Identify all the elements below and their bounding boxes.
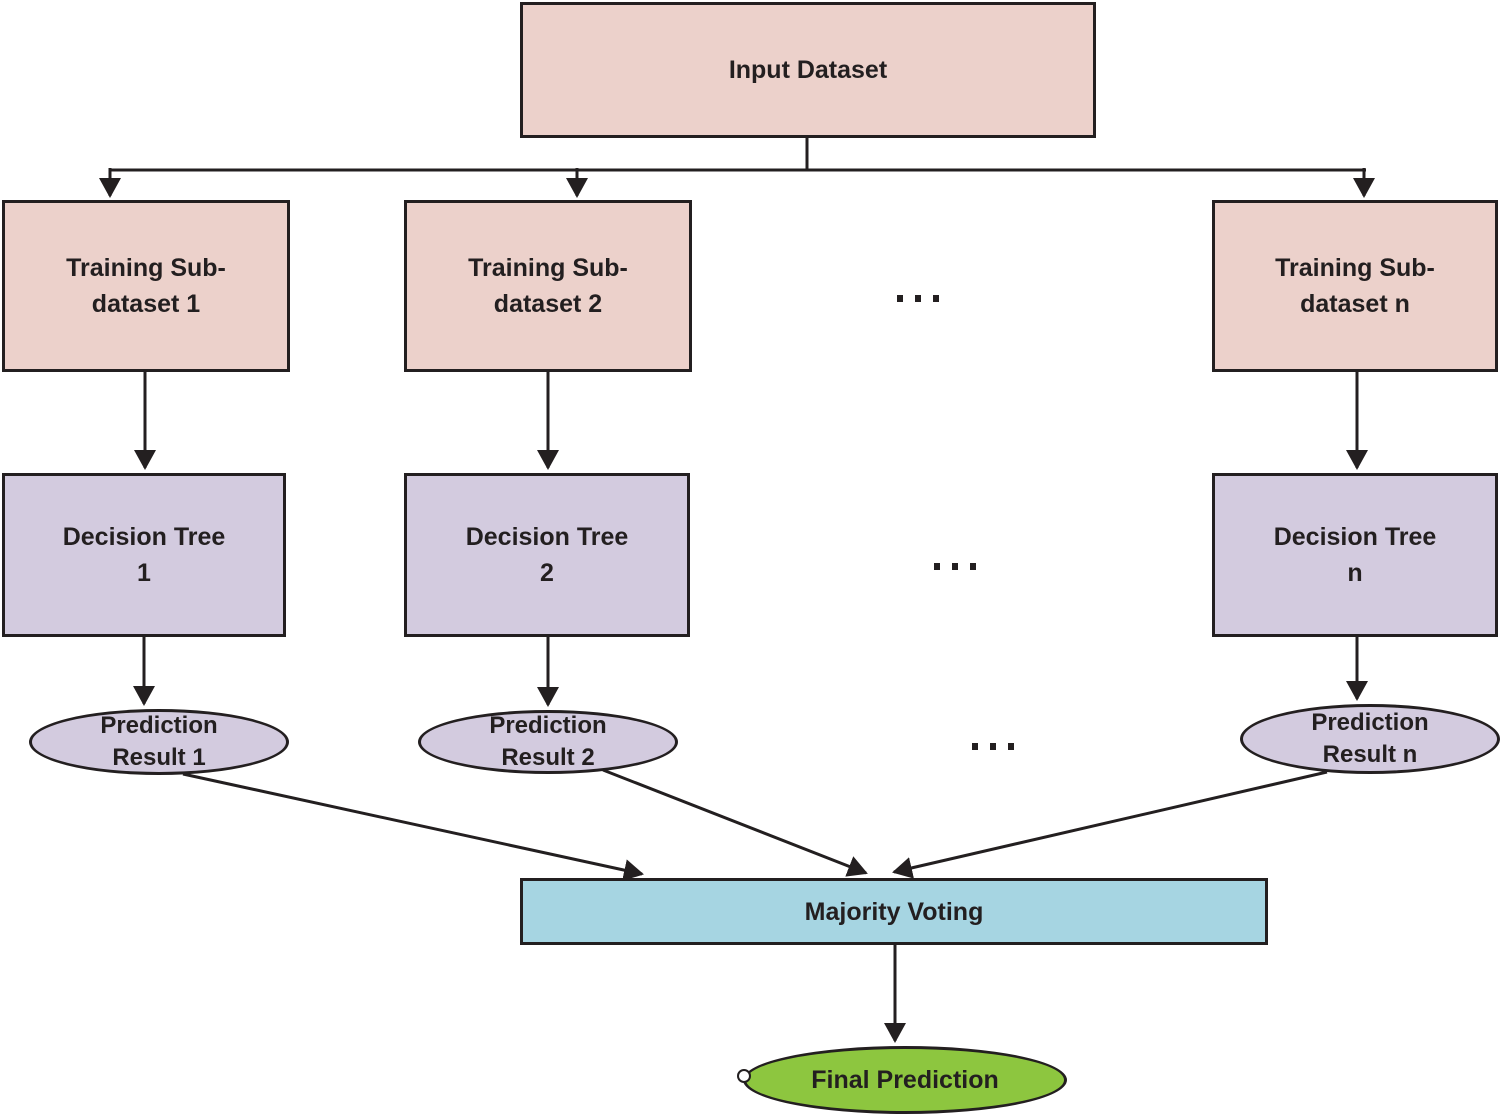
majority-voting-label: Majority Voting [804, 897, 984, 926]
edge-result-n-to-voting [892, 770, 1328, 879]
ellipsis-dots-tree-row [934, 563, 976, 570]
prediction-result-1-label-line1: Prediction [100, 712, 218, 739]
training-subdataset-n-node: Training Sub- dataset n [1212, 200, 1498, 372]
dot [972, 743, 978, 750]
edge-result-2-to-voting [602, 768, 868, 877]
input-dataset-node: Input Dataset [520, 2, 1096, 138]
decision-tree-1-label-line2: 1 [137, 559, 151, 587]
dot [897, 295, 903, 302]
training-subdataset-2-label-line2: dataset 2 [493, 290, 603, 318]
dot [952, 563, 958, 570]
dot [915, 295, 921, 302]
dot [990, 743, 996, 750]
dot [970, 563, 976, 570]
training-subdataset-2-node: Training Sub- dataset 2 [404, 200, 692, 372]
edge-result-1-to-voting [182, 772, 644, 881]
prediction-result-n-label-line2: Result n [1322, 741, 1418, 768]
prediction-result-n-label-line1: Prediction [1311, 709, 1429, 736]
prediction-result-n-node: Prediction Result n [1240, 704, 1500, 774]
training-subdataset-1-label-line1: Training Sub- [66, 254, 226, 282]
decision-tree-2-node: Decision Tree 2 [404, 473, 690, 637]
decision-tree-2-label-line1: Decision Tree [465, 523, 629, 551]
training-subdataset-n-label-line1: Training Sub- [1275, 254, 1435, 282]
majority-voting-node: Majority Voting [520, 878, 1268, 945]
decision-tree-n-node: Decision Tree n [1212, 473, 1498, 637]
dot [1008, 743, 1014, 750]
prediction-result-1-label-line2: Result 1 [112, 744, 206, 771]
prediction-result-2-label-line1: Prediction [489, 712, 607, 739]
training-subdataset-1-label-line2: dataset 1 [91, 290, 201, 318]
prediction-result-2-label-line2: Result 2 [501, 744, 595, 771]
dot [933, 295, 939, 302]
dot [934, 563, 940, 570]
final-node-anchor-circle [737, 1069, 751, 1083]
decision-tree-2-label-line2: 2 [540, 559, 554, 587]
prediction-result-1-node: Prediction Result 1 [29, 709, 289, 775]
training-subdataset-n-label-line2: dataset n [1300, 290, 1410, 318]
prediction-result-2-node: Prediction Result 2 [418, 710, 678, 774]
decision-tree-n-label-line1: Decision Tree [1273, 523, 1437, 551]
training-subdataset-2-label-line1: Training Sub- [468, 254, 628, 282]
decision-tree-1-node: Decision Tree 1 [2, 473, 286, 637]
decision-tree-n-label-line2: n [1347, 559, 1363, 587]
training-subdataset-1-node: Training Sub- dataset 1 [2, 200, 290, 372]
final-prediction-label: Final Prediction [811, 1066, 999, 1094]
final-prediction-node: Final Prediction [743, 1046, 1067, 1114]
input-dataset-label: Input Dataset [728, 56, 888, 84]
ellipsis-dots-training-row [897, 295, 939, 302]
ellipsis-dots-result-row [972, 743, 1014, 750]
decision-tree-1-label-line1: Decision Tree [62, 523, 226, 551]
